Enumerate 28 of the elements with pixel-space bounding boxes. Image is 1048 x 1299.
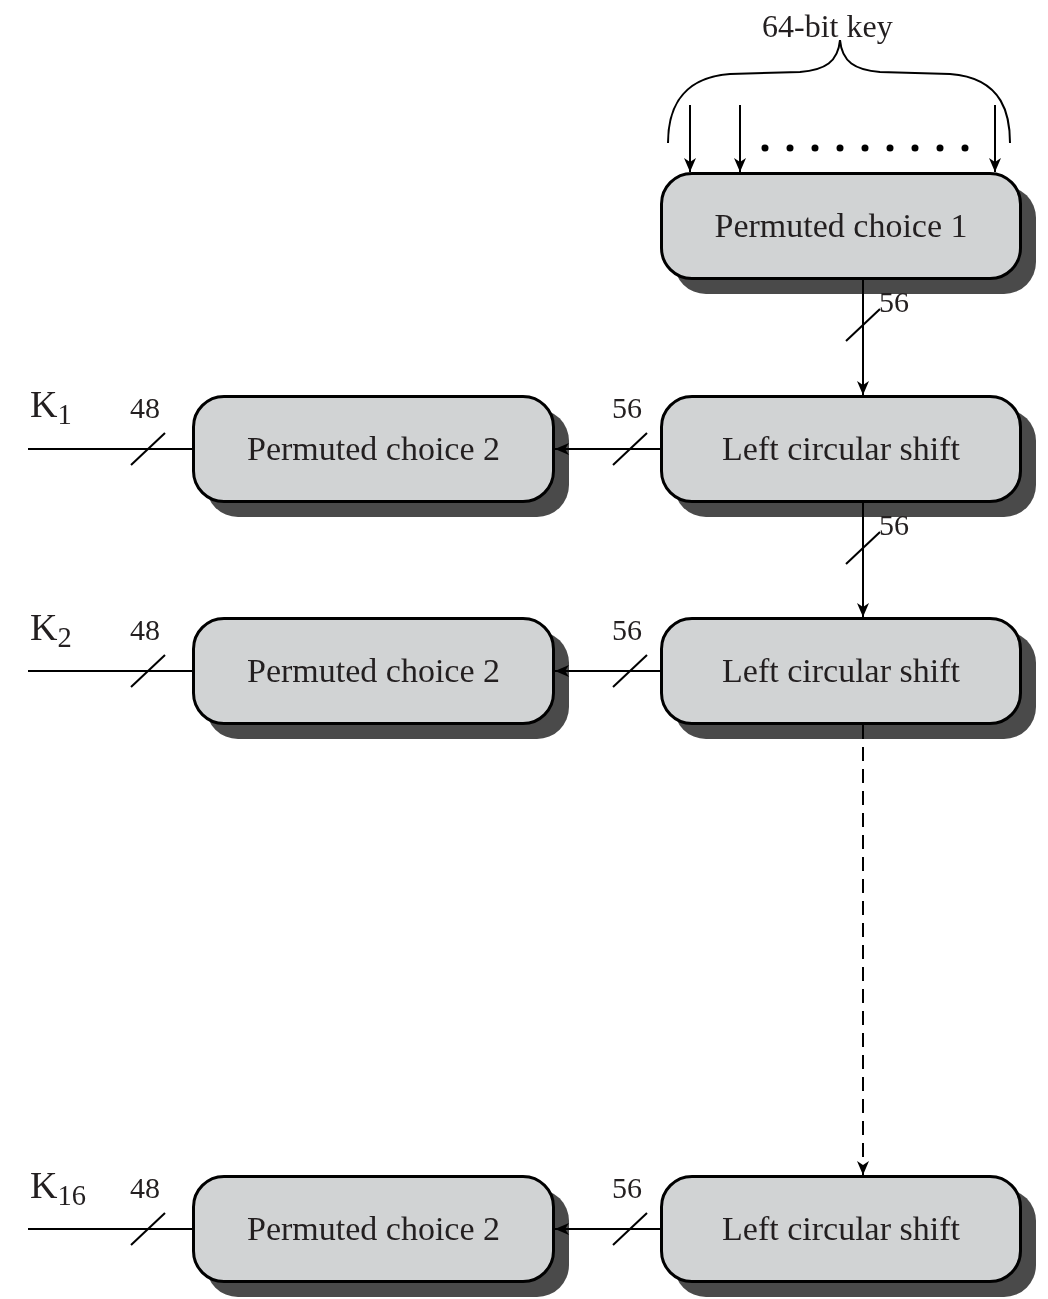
key-label: 64-bit key — [762, 10, 893, 42]
subkey-label: K$_{2}$ — [30, 608, 72, 646]
edge-label: 56 — [612, 1173, 642, 1203]
edge-label: 56 — [879, 510, 909, 540]
arrow — [554, 665, 661, 677]
arrow — [989, 104, 1001, 173]
box-label: Permuted choice 2 — [247, 1212, 500, 1246]
arrow — [684, 104, 696, 173]
box-label: Permuted choice 1 — [714, 209, 968, 243]
box-label: Permuted choice 2 — [247, 432, 500, 466]
box-label: Left circular shift — [722, 1212, 960, 1246]
arrow — [554, 1223, 661, 1235]
edge-label: 56 — [612, 615, 642, 645]
box-label: Permuted choice 2 — [247, 654, 500, 688]
subkey-label: K$_{16}$ — [30, 1166, 86, 1204]
edge-label: 48 — [130, 1173, 160, 1203]
arrow — [857, 724, 869, 1176]
box-label: Left circular shift — [722, 432, 960, 466]
box-label: Left circular shift — [722, 654, 960, 688]
arrow — [857, 279, 869, 396]
edge-label: 56 — [612, 393, 642, 423]
edge-label: 56 — [879, 287, 909, 317]
subkey-label: K$_{1}$ — [30, 385, 72, 423]
arrow — [857, 502, 869, 618]
edge-label: 48 — [130, 615, 160, 645]
arrow — [554, 443, 661, 455]
edge-label: 48 — [130, 393, 160, 423]
arrow — [734, 104, 746, 173]
